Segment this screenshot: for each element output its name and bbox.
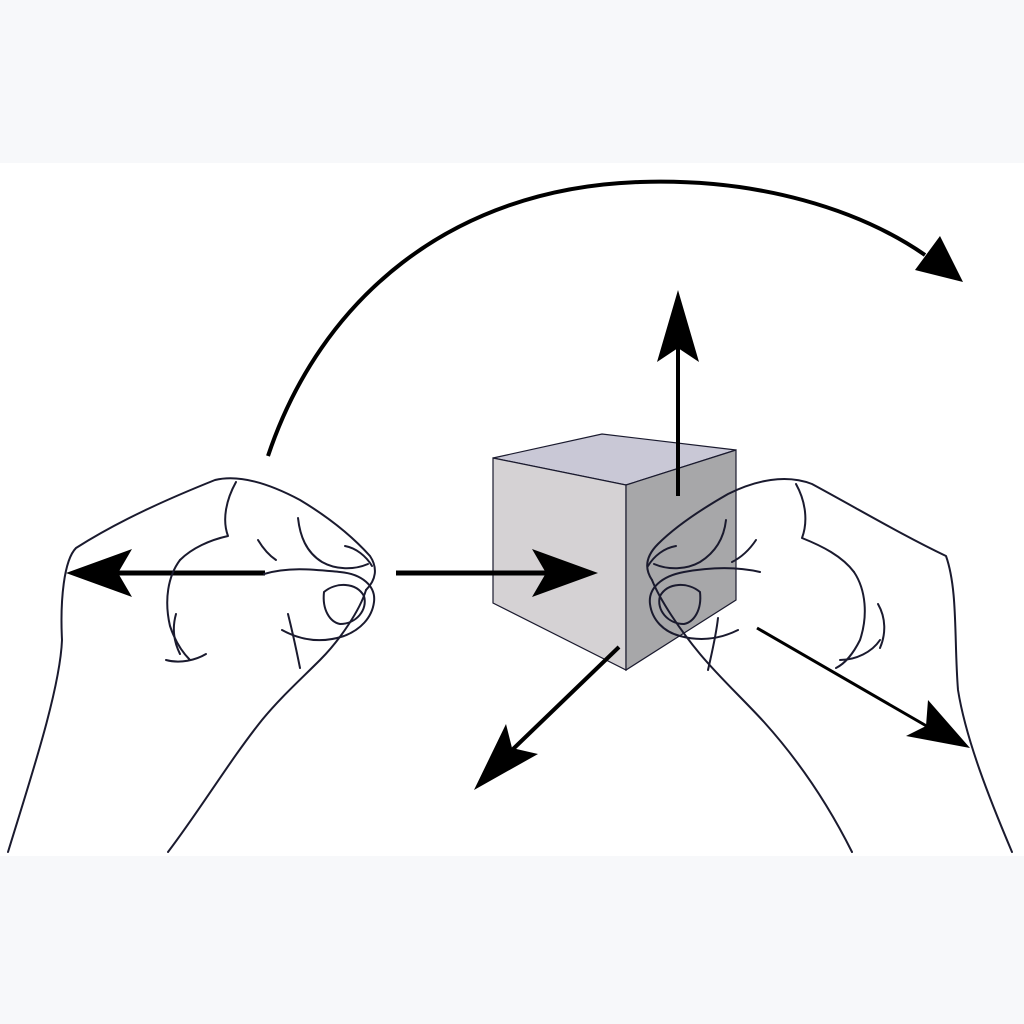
arrow-down-left-icon [474,645,621,790]
arrow-left-icon [66,549,265,597]
arrow-down-right-icon [756,626,970,748]
arrow-up-icon [657,290,699,496]
cube-icon [492,433,737,672]
right-hand-pinch-icon [646,478,1013,853]
left-hand-pinch-icon [7,477,376,853]
rotation-arc-arrow-icon [266,179,963,457]
arrow-right-icon [396,549,598,597]
